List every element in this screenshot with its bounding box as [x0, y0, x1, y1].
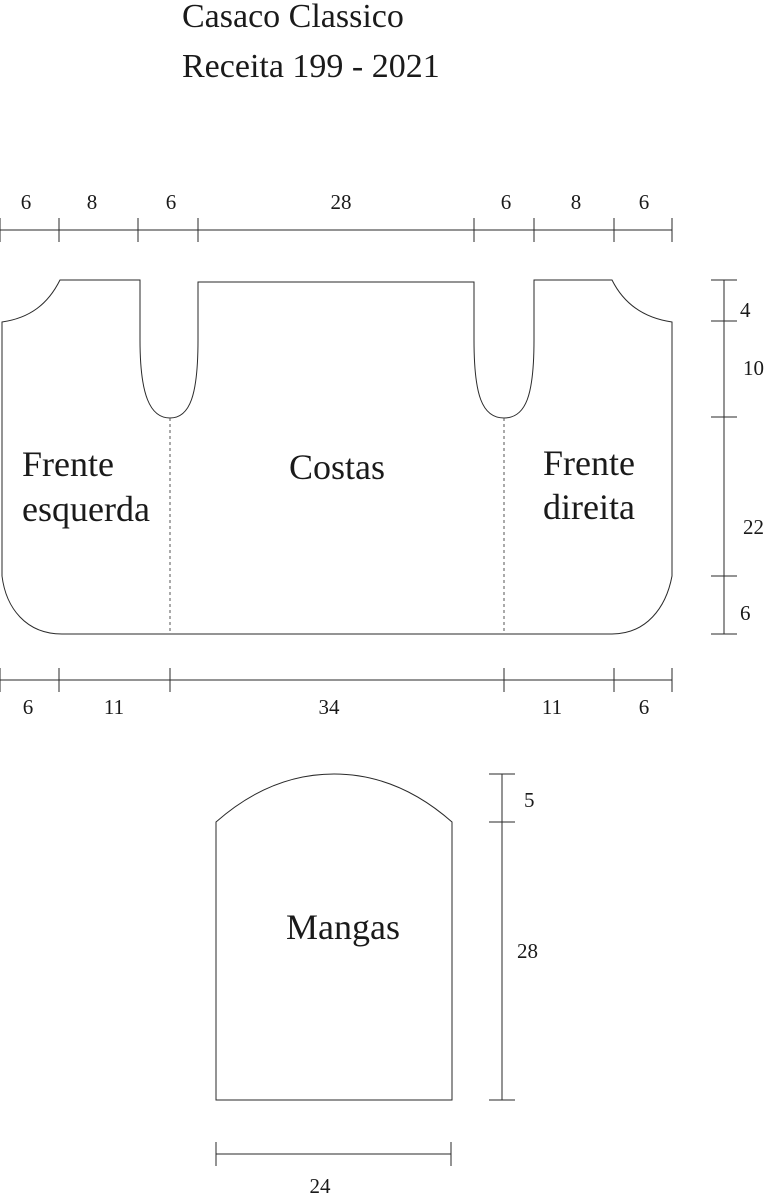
sleeve-height-label: 28: [517, 939, 538, 963]
sleeve-width-label: 24: [310, 1174, 332, 1195]
top-width-label: 6: [639, 190, 650, 214]
sleeve-piece-outline: [215, 773, 453, 1101]
sleeve-height-dimension: [489, 773, 515, 1101]
right-height-label: 6: [740, 601, 751, 625]
top-width-label: 28: [331, 190, 352, 214]
sleeve-label: Mangas: [286, 907, 400, 947]
right-height-dimension: [711, 279, 737, 635]
bottom-width-label: 11: [542, 695, 562, 719]
pattern-recipe-number: Receita 199 - 2021: [182, 48, 440, 85]
top-width-dimension: [0, 218, 673, 242]
bottom-width-dimension: [0, 668, 673, 692]
top-width-label: 6: [21, 190, 32, 214]
top-width-label: 8: [87, 190, 98, 214]
bottom-width-label: 11: [104, 695, 124, 719]
right-height-label: 22: [743, 515, 764, 539]
left-front-label: Frente: [22, 444, 114, 484]
top-width-label: 6: [166, 190, 177, 214]
pattern-title: Casaco Classico: [182, 0, 404, 35]
sleeve-width-dimension: [215, 1142, 452, 1166]
right-front-label: direita: [543, 487, 635, 527]
top-width-label: 8: [571, 190, 582, 214]
bottom-width-label: 6: [23, 695, 34, 719]
back-label: Costas: [289, 447, 385, 487]
bottom-width-label: 6: [639, 695, 650, 719]
right-front-label: Frente: [543, 443, 635, 483]
left-front-label: esquerda: [22, 489, 150, 529]
right-height-label: 4: [740, 298, 751, 322]
top-width-label: 6: [501, 190, 512, 214]
bottom-width-label: 34: [319, 695, 341, 719]
sleeve-height-label: 5: [524, 788, 535, 812]
right-height-label: 10: [743, 356, 764, 380]
